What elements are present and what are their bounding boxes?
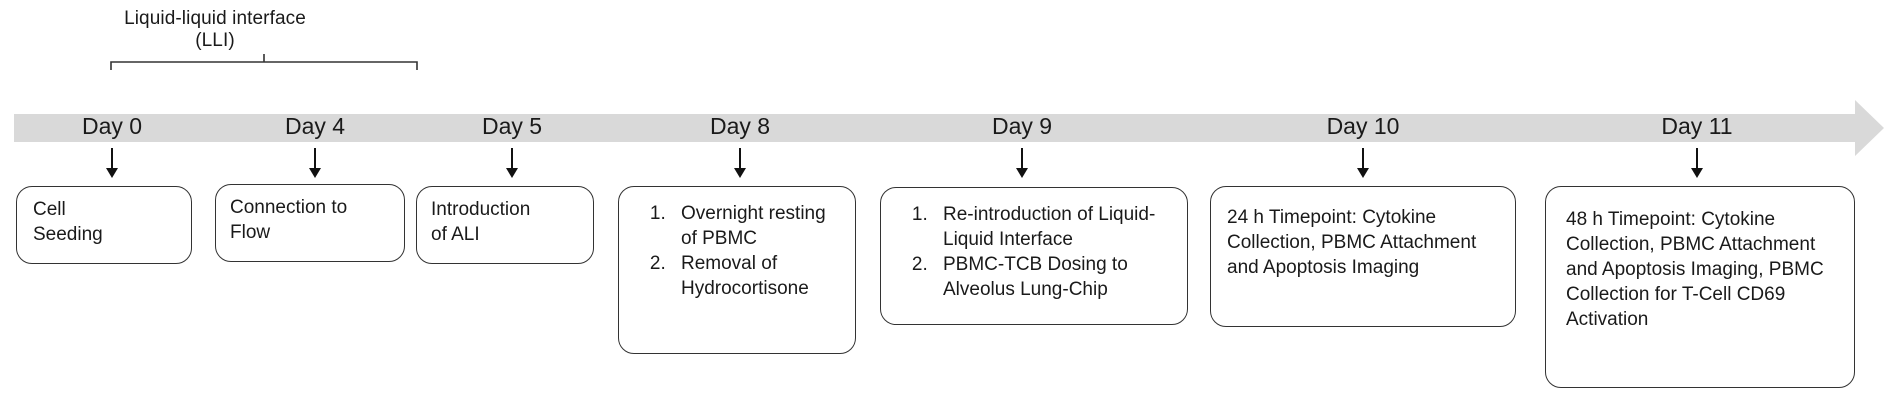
step-box-day11: 48 h Timepoint: Cytokine Collection, PBM… (1545, 186, 1855, 388)
day4-down-arrow (309, 148, 321, 178)
day-label-0: Day 0 (81, 113, 143, 139)
day8-down-arrow (734, 148, 746, 178)
day-label-5: Day 5 (481, 113, 543, 139)
day-label-8: Day 8 (709, 113, 771, 139)
step-box-day5: Introduction of ALI (416, 186, 594, 264)
step-box-day0: Cell Seeding (16, 186, 192, 264)
day-label-11: Day 11 (1661, 113, 1733, 139)
step-list-day9: Re-introduction of Liquid-Liquid Interfa… (881, 188, 1187, 312)
day5-down-arrow (506, 148, 518, 178)
step-box-day10: 24 h Timepoint: Cytokine Collection, PBM… (1210, 186, 1516, 327)
lli-label: Liquid-liquid interface (LLI) (124, 8, 306, 51)
step-text-day0: Cell Seeding (33, 199, 103, 245)
step-box-day9: Re-introduction of Liquid-Liquid Interfa… (880, 187, 1188, 325)
day10-down-arrow (1357, 148, 1369, 178)
day0-down-arrow (106, 148, 118, 178)
step-text-day4: Connection to Flow (230, 197, 348, 243)
step-box-day8: Overnight resting of PBMC Removal of Hyd… (618, 186, 856, 354)
timeline-arrow (14, 100, 1884, 156)
day-label-4: Day 4 (284, 113, 346, 139)
day11-down-arrow (1691, 148, 1703, 178)
step-item: PBMC-TCB Dosing to Alveolus Lung-Chip (933, 252, 1171, 302)
step-text-day10: 24 h Timepoint: Cytokine Collection, PBM… (1227, 207, 1477, 278)
day9-down-arrow (1016, 148, 1028, 178)
day-label-10: Day 10 (1326, 113, 1400, 139)
step-text-day5: Introduction of ALI (431, 199, 531, 245)
step-item: Removal of Hydrocortisone (671, 251, 839, 301)
lli-bracket (110, 54, 418, 70)
step-box-day4: Connection to Flow (215, 184, 405, 262)
step-list-day8: Overnight resting of PBMC Removal of Hyd… (619, 187, 855, 311)
step-text-day11: 48 h Timepoint: Cytokine Collection, PBM… (1566, 209, 1824, 330)
step-item: Overnight resting of PBMC (671, 201, 839, 251)
step-item: Re-introduction of Liquid-Liquid Interfa… (933, 202, 1171, 252)
day-label-9: Day 9 (991, 113, 1053, 139)
